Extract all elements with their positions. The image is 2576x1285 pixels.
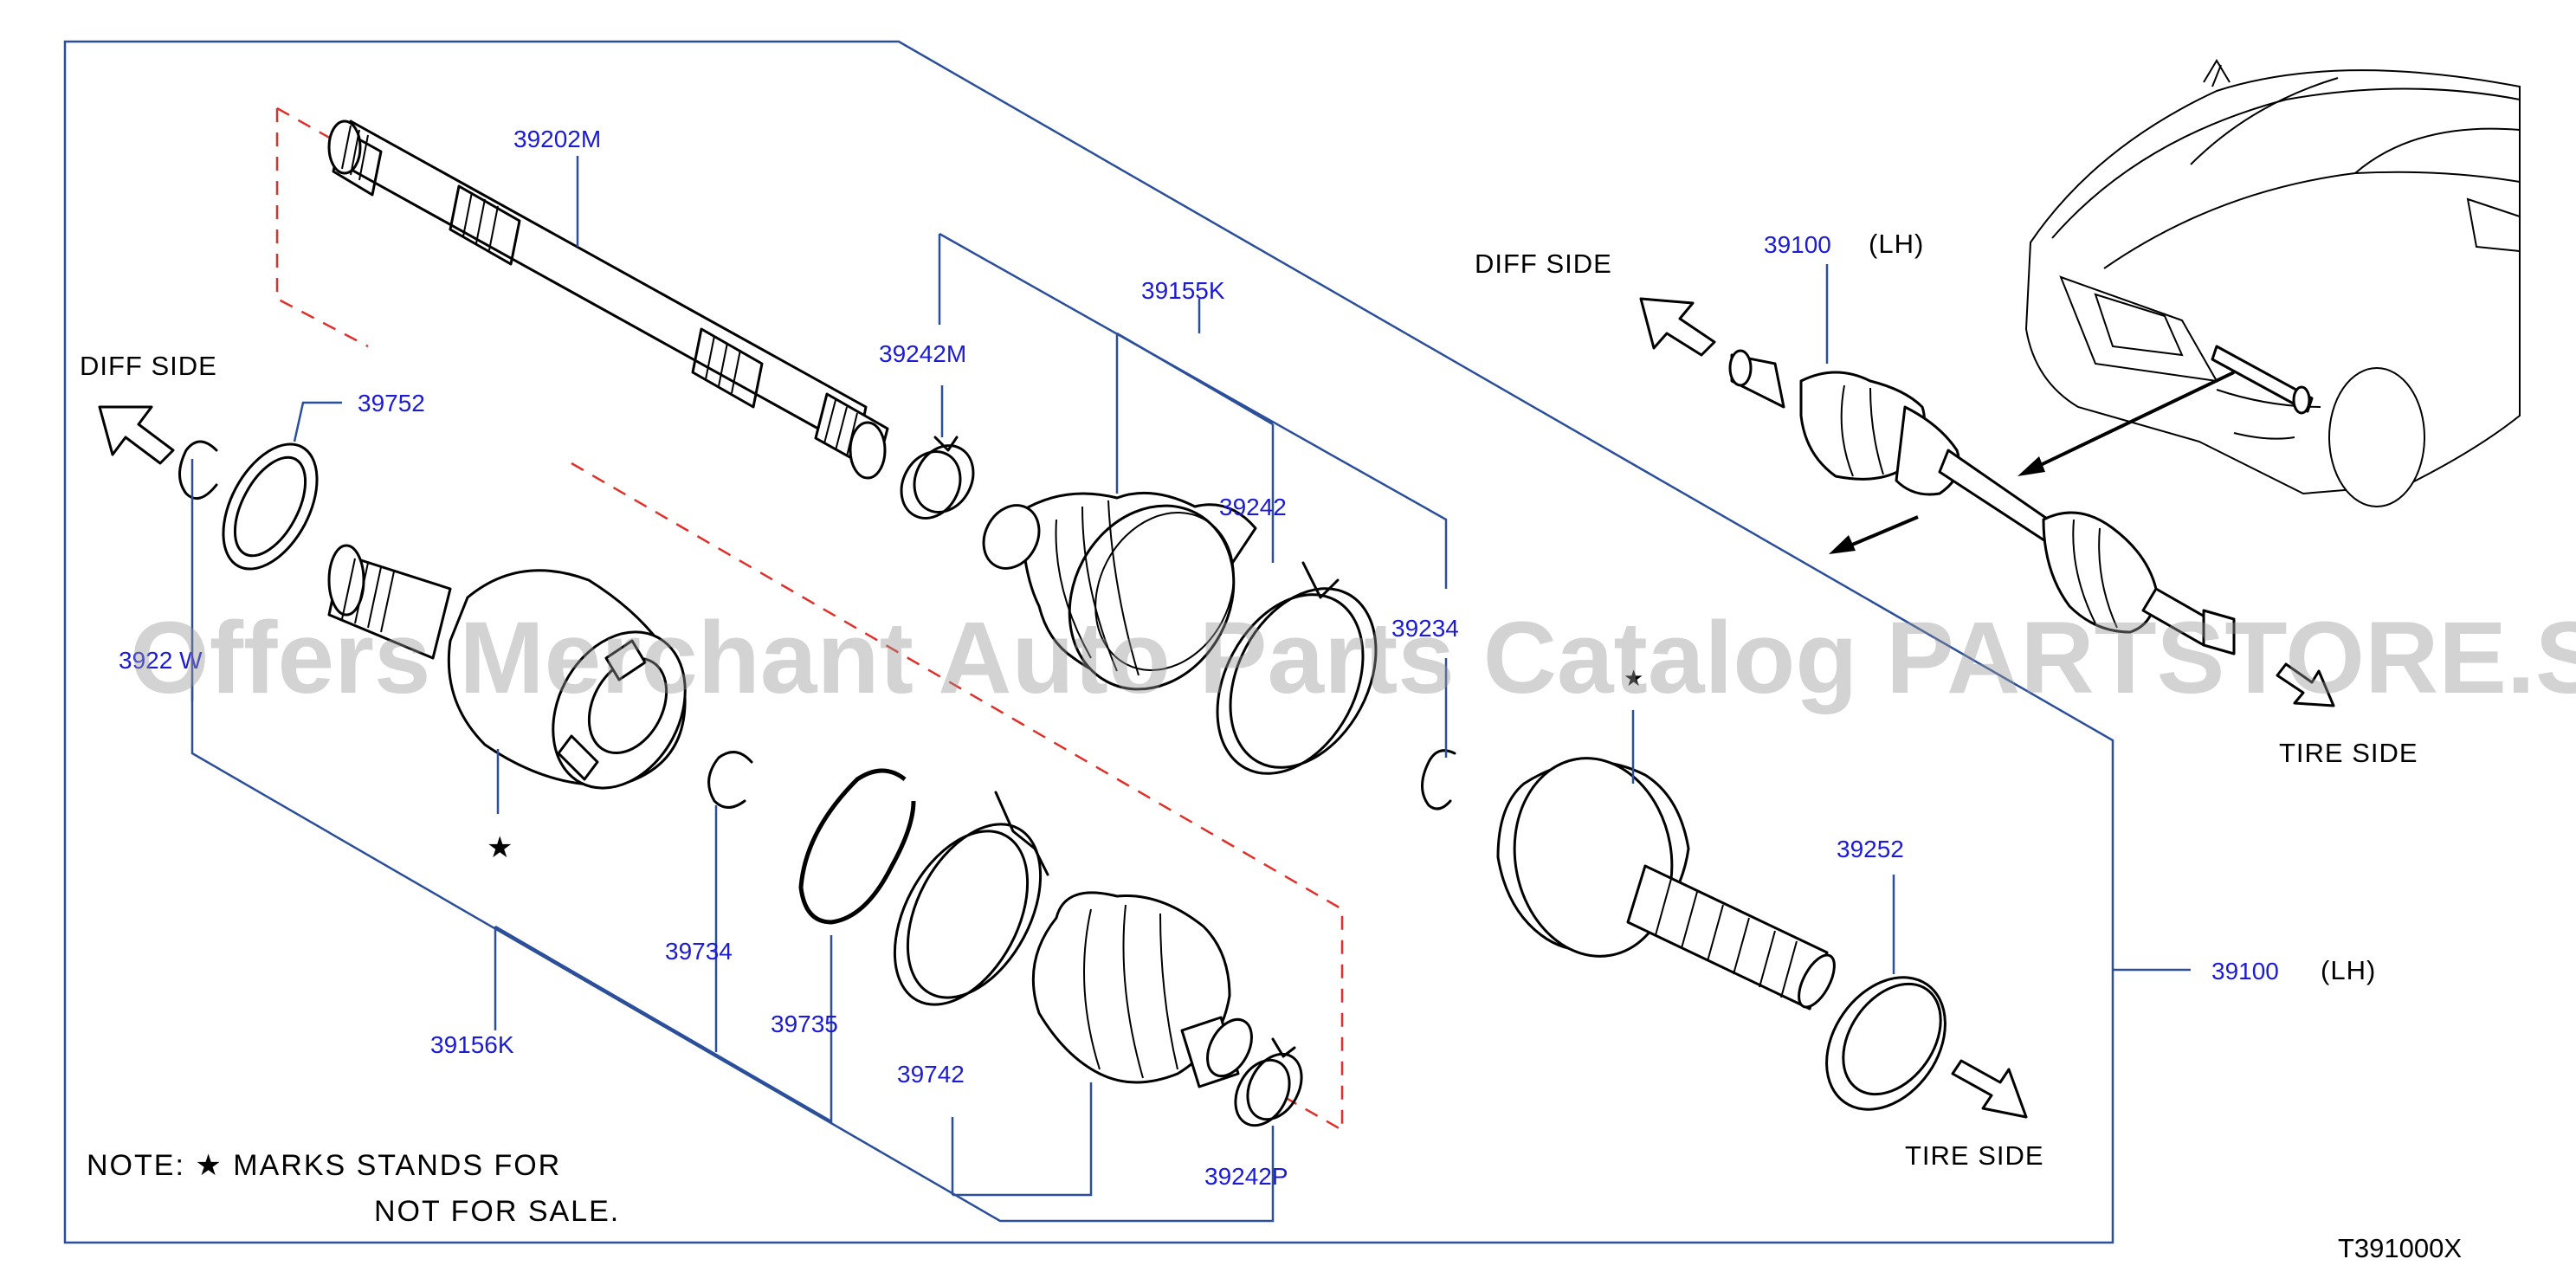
dashed-ref-upper	[275, 107, 369, 348]
ring-39735	[798, 768, 916, 925]
leader-lines	[190, 156, 2191, 1223]
part-label-39252: 39252	[1837, 836, 1904, 862]
shaft-39202M	[327, 119, 889, 480]
inset-shaft	[1728, 349, 2236, 655]
lh-label-main: (LH)	[2321, 955, 2376, 985]
boot-lower	[1031, 891, 1253, 1088]
clamp-39242	[1216, 561, 1378, 775]
arrow-tire-side-main	[1951, 1059, 2028, 1119]
part-label-39242: 39242	[1219, 494, 1287, 520]
diff-side-label-inset: DIFF SIDE	[1475, 249, 1612, 279]
tire-side-label: TIRE SIDE	[1905, 1140, 2044, 1171]
not-for-sale-star-outer: ★	[1624, 666, 1643, 692]
arrow-diff-side-inset	[1639, 297, 1716, 357]
part-label-39234: 39234	[1391, 615, 1459, 642]
part-label-39242P: 39242P	[1204, 1163, 1288, 1190]
snap-ring-left	[178, 440, 218, 500]
part-label-39734: 39734	[665, 938, 733, 965]
lh-label-inset: (LH)	[1869, 229, 1924, 259]
part-label-39742: 39742	[897, 1061, 965, 1088]
seal-39252	[1825, 976, 1947, 1111]
part-label-39100-inset: 39100	[1764, 231, 1831, 258]
snap-ring-39234	[1421, 749, 1456, 810]
part-label-39155K: 39155K	[1141, 277, 1225, 304]
snap-ring-39734	[707, 751, 753, 809]
boot-39155K	[982, 491, 1257, 691]
diff-side-label: DIFF SIDE	[80, 351, 217, 381]
part-label-39752: 39752	[358, 390, 425, 416]
arrow-tire-side-inset	[2276, 662, 2335, 707]
inset-pointer-arrows	[1829, 345, 2314, 554]
part-label-39242M: 39242M	[879, 340, 966, 367]
clamp-39742	[893, 791, 1049, 1006]
tire-side-label-inset: TIRE SIDE	[2279, 738, 2418, 768]
not-for-sale-star-housing: ★	[487, 830, 513, 865]
dashed-ref-lower	[571, 462, 1344, 1133]
diagram-code: T391000X	[2338, 1233, 2462, 1263]
watermark: Offers Merchant Auto Parts Catalog PARTS…	[130, 601, 2576, 715]
inner-joint-housing	[327, 544, 687, 790]
part-label-3922W: 3922 W	[119, 647, 203, 674]
part-label-39156K: 39156K	[430, 1031, 514, 1058]
outer-joint	[1496, 757, 1836, 1011]
note-line-2: NOT FOR SALE.	[374, 1195, 620, 1228]
part-label-39100-main: 39100	[2211, 958, 2279, 985]
part-label-39735: 39735	[771, 1011, 838, 1037]
vehicle-inset	[2024, 59, 2521, 507]
seal-39752	[222, 442, 319, 571]
part-label-39202M: 39202M	[513, 126, 601, 152]
clamp-39242P	[1234, 1037, 1303, 1127]
note-line-1: NOTE: ★ MARKS STANDS FOR	[87, 1149, 561, 1182]
clamp-39242M	[900, 436, 975, 520]
arrow-diff-side-left	[98, 405, 175, 465]
assembly-frame	[63, 40, 2114, 1244]
